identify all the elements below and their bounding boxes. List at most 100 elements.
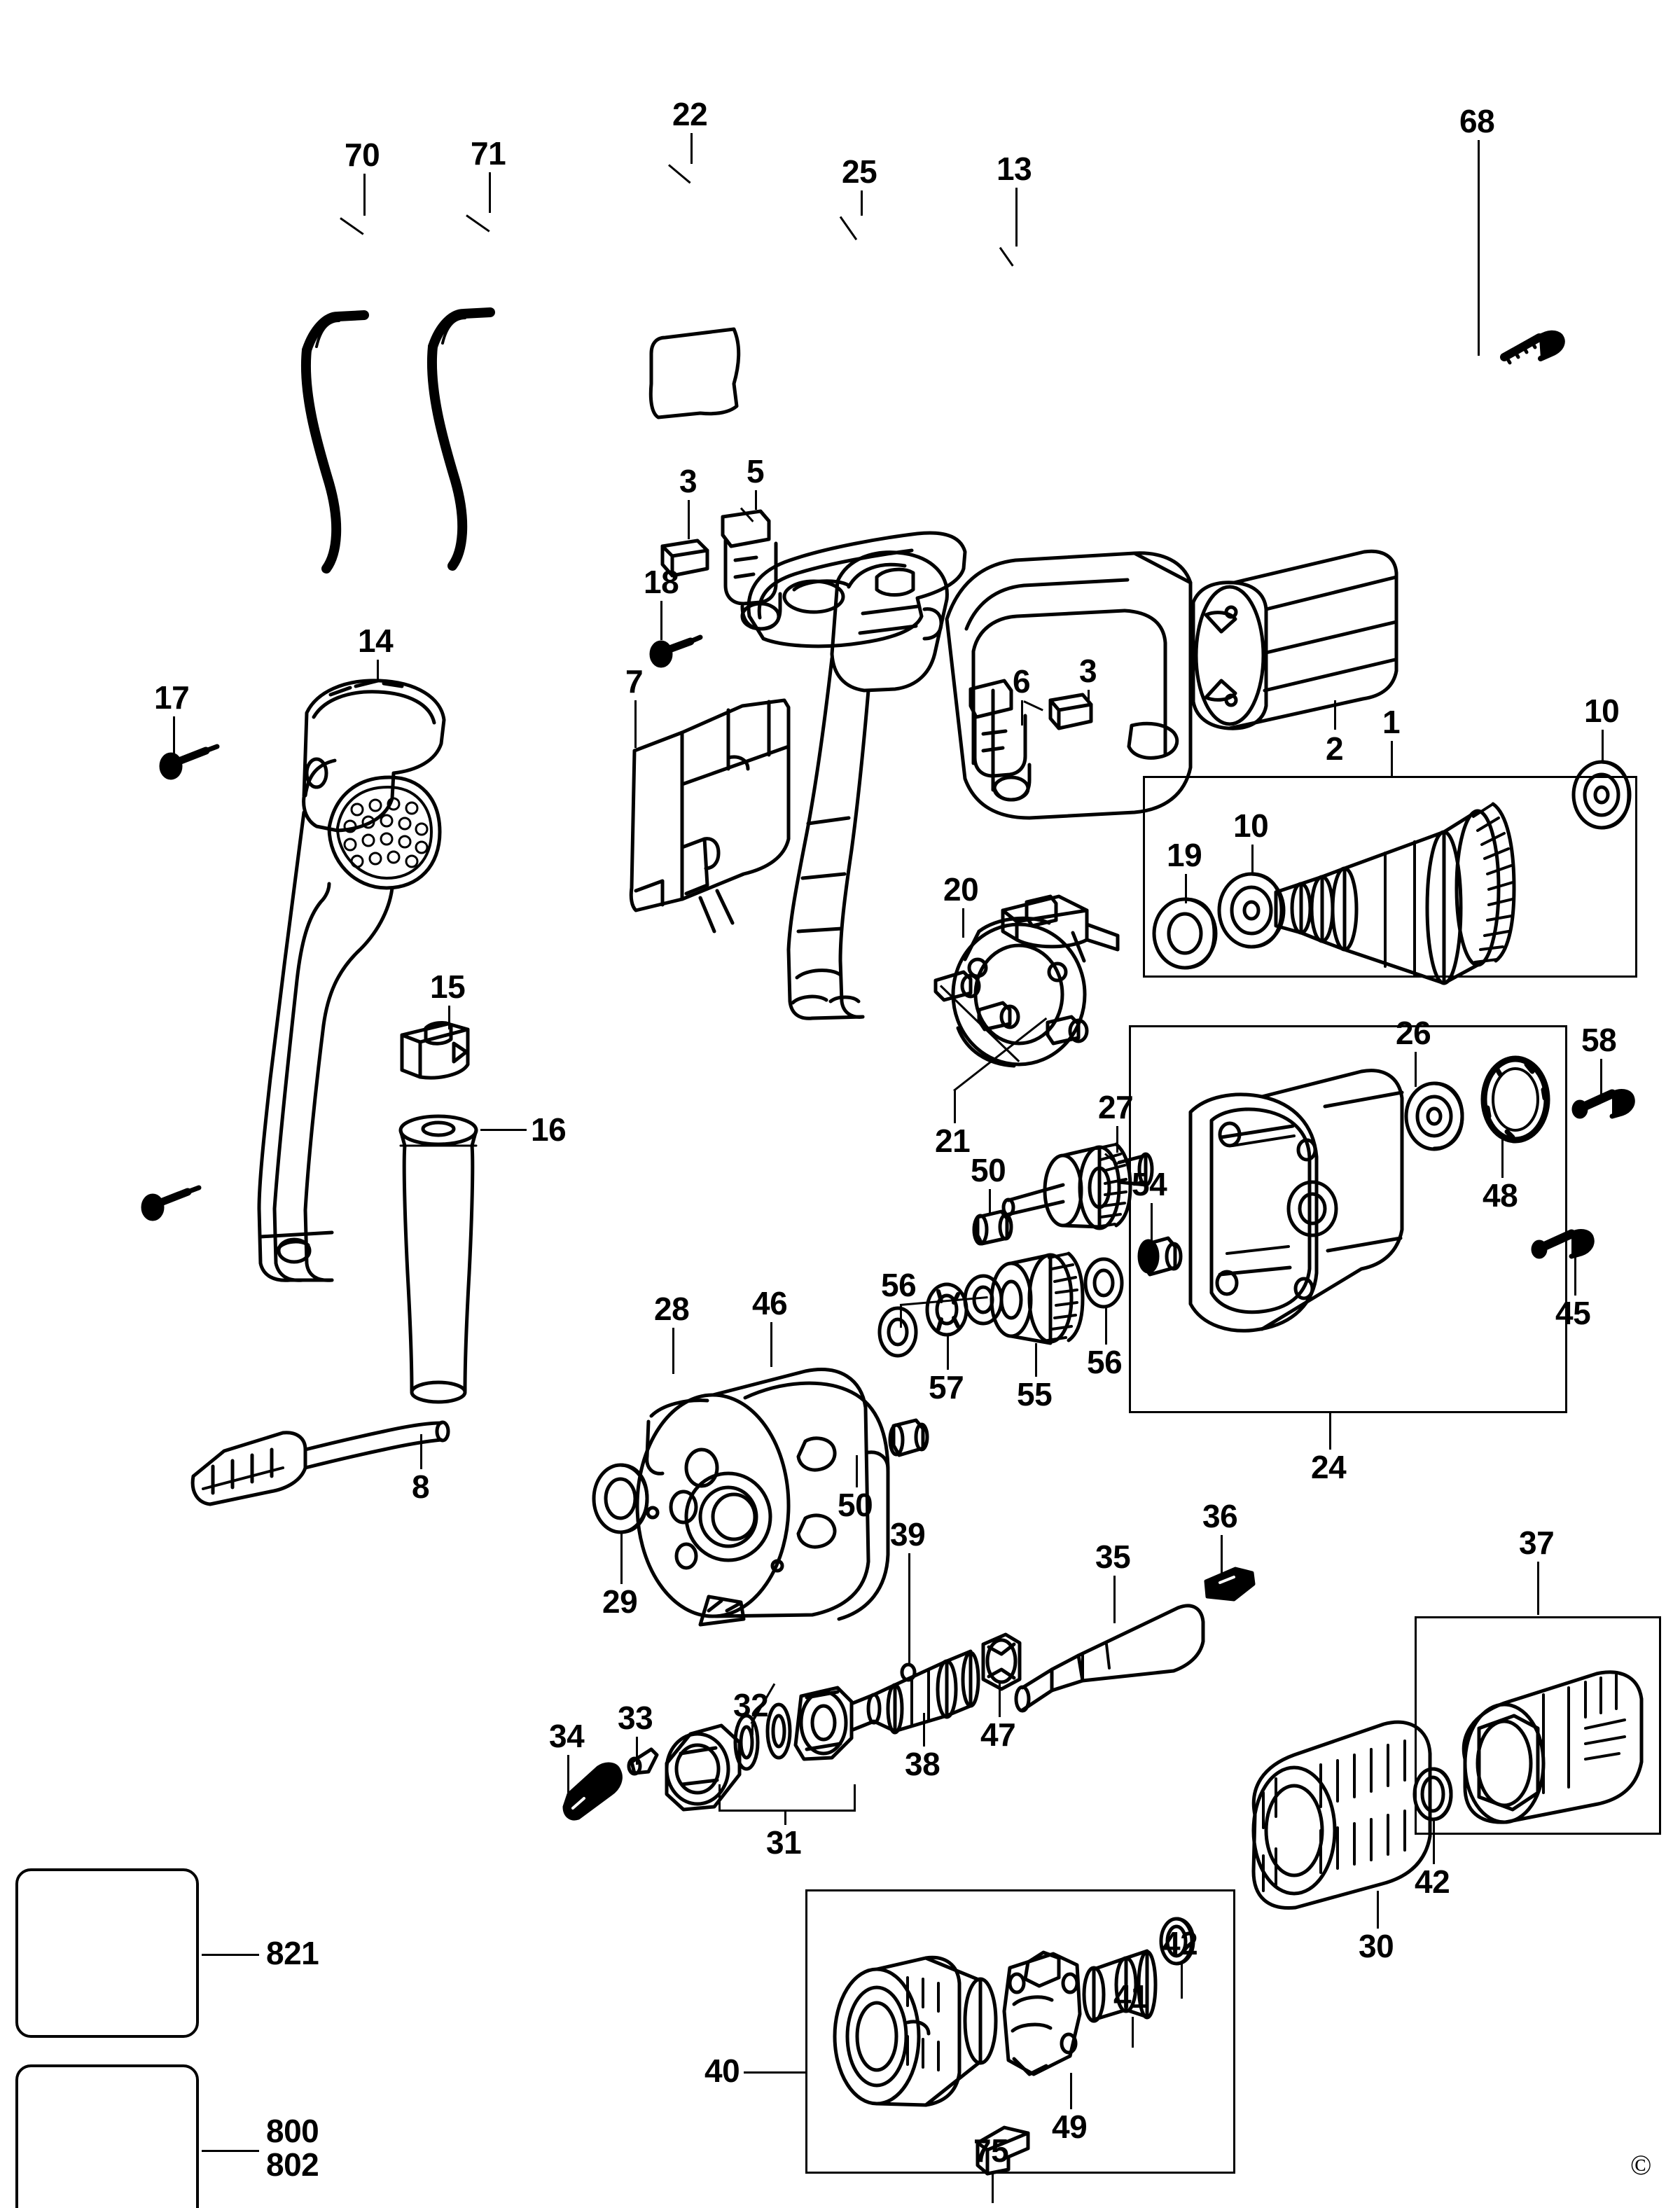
leader-50a: [989, 1189, 991, 1216]
leader-38: [923, 1713, 925, 1747]
part-15-rod-clamp: [400, 1021, 470, 1080]
leader-70: [363, 174, 366, 216]
leader-6: [1021, 700, 1023, 725]
part-56c-washer-right: [1083, 1257, 1124, 1309]
leader-35: [1113, 1576, 1116, 1623]
callout-37: 37: [1519, 1525, 1555, 1561]
callout-5: 5: [747, 453, 765, 489]
part-58-screw: [1571, 1089, 1635, 1119]
leader-49: [1070, 2073, 1072, 2109]
callout-70: 70: [345, 137, 380, 173]
part-16-depth-rod: [398, 1114, 478, 1404]
part-70-wire-rod: [300, 310, 369, 574]
callout-821: 821: [266, 1935, 319, 1971]
part-47-clip: [981, 1632, 1022, 1691]
leader-10b: [1602, 730, 1604, 763]
callout-1: 1: [1382, 704, 1401, 740]
part-13-motor-housing: [786, 550, 1193, 1020]
callout-16: 16: [531, 1111, 567, 1148]
callout-75: 75: [973, 2132, 1009, 2169]
callout-71: 71: [471, 135, 506, 172]
part-30-chuck-sleeve: [1251, 1720, 1432, 1910]
part-7-switch-module: [629, 698, 791, 933]
callout-3b: 3: [1079, 653, 1097, 689]
leader-58: [1600, 1059, 1602, 1099]
callout-47: 47: [980, 1716, 1016, 1753]
part-55-gear: [990, 1251, 1085, 1345]
leader-55: [1035, 1343, 1037, 1377]
part-56a-washer: [877, 1306, 918, 1358]
leader-29: [620, 1534, 623, 1584]
callout-800: 800: [266, 2113, 319, 2149]
leader-25: [861, 190, 863, 216]
copyright-mark: ©: [1630, 2149, 1652, 2181]
callout-46: 46: [752, 1285, 788, 1321]
leader-18: [660, 601, 662, 640]
part-29-washer: [592, 1463, 649, 1534]
leader-33: [636, 1737, 638, 1765]
leader-5: [755, 490, 757, 510]
callout-24: 24: [1311, 1449, 1347, 1485]
leader-21-a: [939, 985, 1020, 1062]
callout-56b: 56: [1087, 1344, 1123, 1380]
part-71-wire-rod: [426, 307, 495, 571]
callout-35: 35: [1095, 1539, 1131, 1575]
leader-20: [962, 908, 964, 938]
leader-8: [420, 1434, 422, 1469]
leader-21-b: [953, 1017, 1048, 1092]
part-38-spindle: [851, 1649, 980, 1735]
callout-42a: 42: [1415, 1863, 1450, 1900]
callout-42b: 42: [1162, 1925, 1198, 1961]
callout-14: 14: [358, 623, 394, 659]
part-18-screw: [649, 634, 703, 668]
leader-3b: [1088, 690, 1090, 707]
leader-56a: [900, 1304, 902, 1328]
callout-54: 54: [1132, 1166, 1167, 1202]
leader-13-diag: [999, 247, 1014, 267]
part-50a-pin: [972, 1209, 1013, 1246]
leader-27-diag: [1104, 1153, 1119, 1166]
part-34-rubber-sleeve: [562, 1762, 623, 1821]
icon-box-drill-tool-800-802: [15, 2064, 199, 2208]
callout-55: 55: [1017, 1376, 1053, 1412]
callout-13: 13: [997, 151, 1032, 187]
leader-36: [1221, 1535, 1223, 1578]
part-50b-pin: [888, 1418, 929, 1457]
part-25-top-cover: [747, 531, 967, 648]
leader-15: [448, 1006, 450, 1029]
callout-17: 17: [154, 679, 190, 716]
leader-31-right: [854, 1784, 856, 1811]
callout-40: 40: [704, 2053, 740, 2089]
callout-39: 39: [890, 1516, 926, 1553]
leader-40: [744, 2071, 807, 2074]
leader-26: [1415, 1052, 1417, 1087]
leader-31-stem: [784, 1810, 786, 1825]
leader-1: [1391, 741, 1393, 776]
callout-802: 802: [266, 2146, 319, 2183]
leader-6-diag: [1023, 700, 1043, 711]
callout-22: 22: [672, 96, 708, 132]
leader-71-diag: [466, 214, 490, 232]
leader-42b: [1181, 1964, 1183, 1999]
leader-25-diag: [839, 216, 858, 241]
leader-71: [489, 172, 491, 213]
callout-25: 25: [842, 153, 877, 190]
part-35-bit-holder: [1014, 1604, 1205, 1713]
callout-21: 21: [935, 1123, 971, 1159]
leader-41: [1132, 2017, 1134, 2048]
leader-31-left: [718, 1784, 721, 1811]
callout-28: 28: [654, 1291, 690, 1327]
leader-56b: [1105, 1308, 1107, 1345]
leader-50b: [856, 1455, 858, 1487]
group-box-armature-assembly: [1143, 776, 1637, 978]
leader-34: [567, 1755, 569, 1793]
leader-45: [1574, 1254, 1576, 1296]
callout-10b: 10: [1584, 693, 1620, 729]
leader-5-diag: [740, 507, 754, 522]
callout-34: 34: [549, 1718, 585, 1754]
callout-48: 48: [1483, 1177, 1518, 1214]
callout-10a: 10: [1233, 807, 1269, 844]
leader-27: [1116, 1126, 1118, 1153]
callout-30: 30: [1359, 1928, 1394, 1964]
